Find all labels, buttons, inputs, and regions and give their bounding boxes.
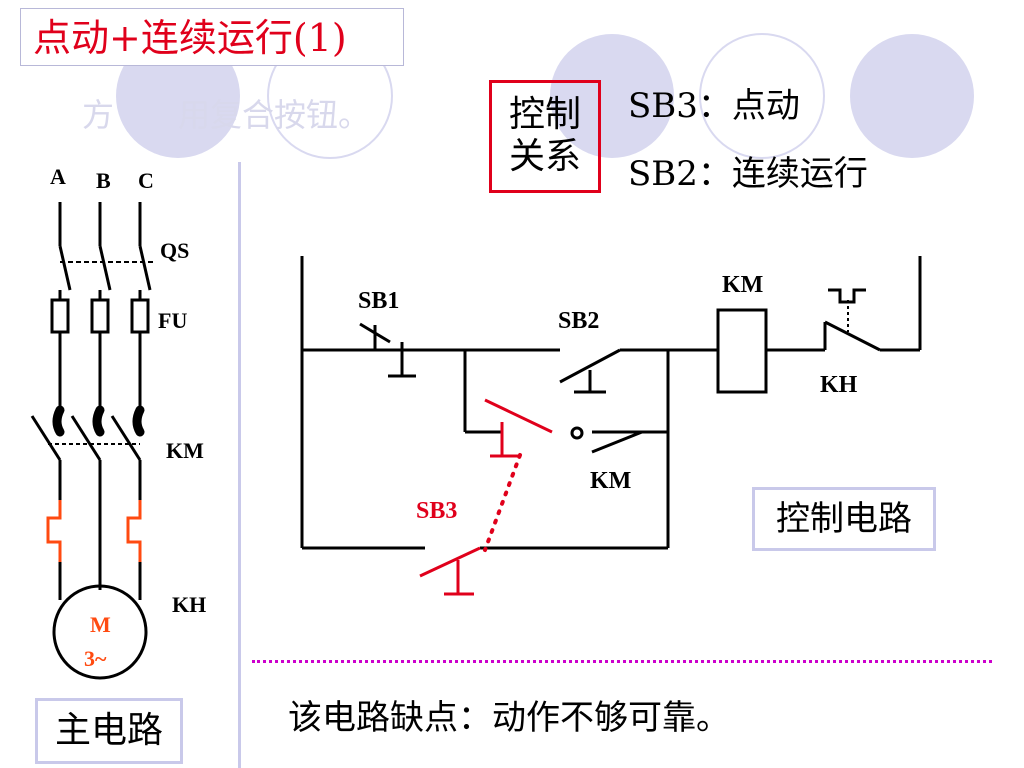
decor-circle-3 — [550, 34, 674, 158]
vertical-divider — [238, 162, 241, 768]
km-coil — [716, 308, 768, 394]
kh-main-label: KH — [172, 592, 206, 617]
km-coil-label: KM — [722, 272, 763, 298]
phase-b-label: B — [96, 168, 111, 193]
slide-title: 点动+连续运行(1) — [20, 8, 404, 66]
km-main-label: KM — [166, 438, 204, 463]
motor-label-phase: 3~ — [84, 646, 107, 671]
sb2-button — [559, 348, 621, 394]
main-circuit-label: 主电路 — [35, 698, 183, 764]
motor-label-m: M — [90, 612, 111, 637]
control-circuit-label: 控制电路 — [752, 487, 936, 551]
sb1-button — [359, 322, 435, 378]
circuit-drawback-note: 该电路缺点：动作不够可靠。 — [288, 698, 730, 738]
control-circuit-diagram: SB1 SB2 KM KH KM SB3 — [300, 256, 922, 596]
control-relation-box: 控制 关系 — [489, 80, 601, 193]
km-main-contacts — [30, 405, 145, 500]
motor-symbol — [52, 584, 148, 680]
fuses — [50, 298, 150, 410]
relation-sb3: SB3：点动 — [628, 86, 800, 126]
incoming-lines — [58, 202, 142, 246]
sb3-label: SB3 — [416, 498, 457, 524]
kh-thermal-elements — [46, 500, 142, 600]
sb3-compound-button — [419, 398, 584, 596]
sb2-label: SB2 — [558, 308, 599, 334]
decor-circle-5 — [850, 34, 974, 158]
kh-control-label: KH — [820, 372, 858, 398]
relation-sb2: SB2：连续运行 — [628, 154, 868, 194]
km-aux-contact — [591, 430, 668, 454]
main-circuit-diagram: A B C QS FU KM — [30, 164, 206, 680]
sb1-label: SB1 — [358, 288, 399, 314]
kh-contact — [823, 288, 881, 352]
km-aux-label: KM — [590, 468, 631, 494]
dotted-separator — [252, 660, 992, 663]
decor-circle-4 — [699, 33, 825, 159]
phase-a-label: A — [50, 164, 66, 189]
phase-c-label: C — [138, 168, 154, 193]
control-relation-label-1: 控制 — [508, 94, 581, 135]
qs-label: QS — [160, 238, 189, 263]
control-wiring — [300, 256, 922, 550]
control-relation-label-2: 关系 — [508, 136, 581, 177]
qs-switch — [58, 245, 155, 300]
fu-label: FU — [158, 308, 187, 333]
faded-subtitle: 方 用复合按钮。 — [82, 96, 371, 134]
